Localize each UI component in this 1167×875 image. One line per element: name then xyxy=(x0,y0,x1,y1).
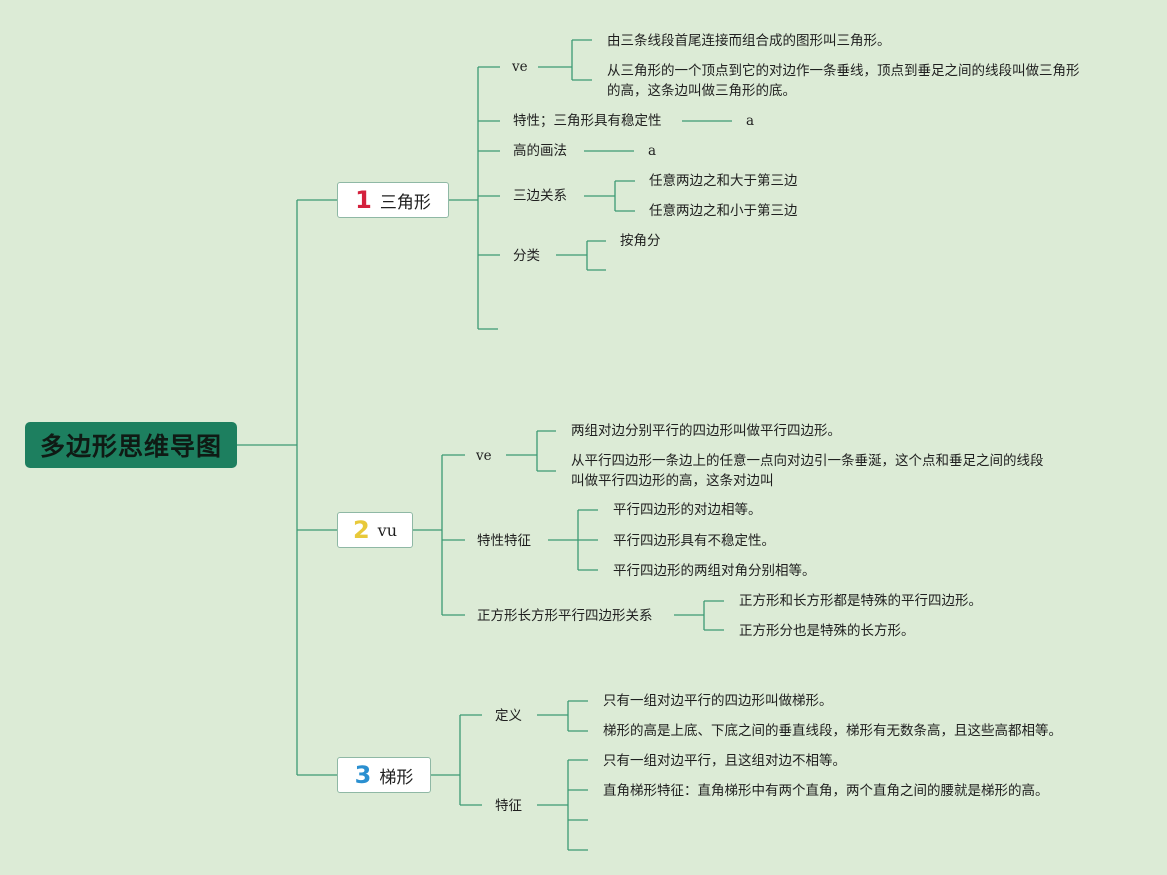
parallelogram-ve-node[interactable]: ve xyxy=(476,448,492,464)
triangle-definition-2[interactable]: 从三角形的一个顶点到它的对边作一条垂线，顶点到垂足之间的线段叫做三角形 xyxy=(607,63,1080,79)
number-three-icon: 3 xyxy=(354,761,372,789)
parallelogram-definition-2[interactable]: 从平行四边形一条边上的任意一点向对边引一条垂涎，这个点和垂足之间的线段 xyxy=(571,453,1044,469)
triangle-definition-1[interactable]: 由三条线段首尾连接而组合成的图形叫三角形。 xyxy=(607,33,891,49)
parallelogram-feature-1[interactable]: 平行四边形的对边相等。 xyxy=(613,502,762,518)
parallelogram-feature-3[interactable]: 平行四边形的两组对角分别相等。 xyxy=(613,563,816,579)
root-node[interactable]: 多边形思维导图 xyxy=(25,422,237,468)
triangle-property-node[interactable]: 特性；三角形具有稳定性 xyxy=(513,113,662,129)
trapezoid-feature-2[interactable]: 直角梯形特征：直角梯形中有两个直角，两个直角之间的腰就是梯形的高。 xyxy=(603,783,1049,799)
number-one-icon: 1 xyxy=(355,186,372,214)
branch-title: vu xyxy=(377,520,398,540)
parallelogram-feature-node[interactable]: 特性特征 xyxy=(477,533,531,549)
trapezoid-feature-node[interactable]: 特征 xyxy=(495,798,522,814)
triangle-height-node[interactable]: 高的画法 xyxy=(513,143,567,159)
triangle-property-leaf[interactable]: a xyxy=(746,113,755,129)
branch-title: 三角形 xyxy=(379,192,431,213)
triangle-classify-by-angle[interactable]: 按角分 xyxy=(620,233,661,249)
branch-trapezoid[interactable]: 3 梯形 xyxy=(337,757,431,793)
parallelogram-relation-node[interactable]: 正方形长方形平行四边形关系 xyxy=(477,608,653,624)
trapezoid-definition-node[interactable]: 定义 xyxy=(495,708,522,724)
root-title: 多边形思维导图 xyxy=(39,432,222,461)
triangle-classify-node[interactable]: 分类 xyxy=(513,248,540,264)
parallelogram-definition-2b: 叫做平行四边形的高，这条对边叫 xyxy=(571,473,774,489)
triangle-height-leaf[interactable]: a xyxy=(648,143,657,159)
parallelogram-relation-2[interactable]: 正方形分也是特殊的长方形。 xyxy=(739,623,915,639)
triangle-definition-2b: 的高，这条边叫做三角形的底。 xyxy=(607,83,796,99)
trapezoid-definition-1[interactable]: 只有一组对边平行的四边形叫做梯形。 xyxy=(603,693,833,709)
parallelogram-relation-1[interactable]: 正方形和长方形都是特殊的平行四边形。 xyxy=(739,593,982,609)
parallelogram-feature-2[interactable]: 平行四边形具有不稳定性。 xyxy=(613,533,775,549)
branch-parallelogram[interactable]: 2 vu xyxy=(337,512,413,548)
triangle-sides-rule-1[interactable]: 任意两边之和大于第三边 xyxy=(649,173,798,189)
parallelogram-definition-1[interactable]: 两组对边分别平行的四边形叫做平行四边形。 xyxy=(571,423,841,439)
number-two-icon: 2 xyxy=(352,516,370,544)
triangle-sides-node[interactable]: 三边关系 xyxy=(513,188,567,204)
branch-title: 梯形 xyxy=(379,767,414,788)
triangle-sides-rule-2[interactable]: 任意两边之和小于第三边 xyxy=(649,203,798,219)
branch-triangle[interactable]: 1 三角形 xyxy=(337,182,449,218)
trapezoid-definition-2[interactable]: 梯形的高是上底、下底之间的垂直线段，梯形有无数条高，且这些高都相等。 xyxy=(603,723,1062,739)
trapezoid-feature-1[interactable]: 只有一组对边平行，且这组对边不相等。 xyxy=(603,753,846,769)
triangle-ve-node[interactable]: ve xyxy=(512,59,528,75)
